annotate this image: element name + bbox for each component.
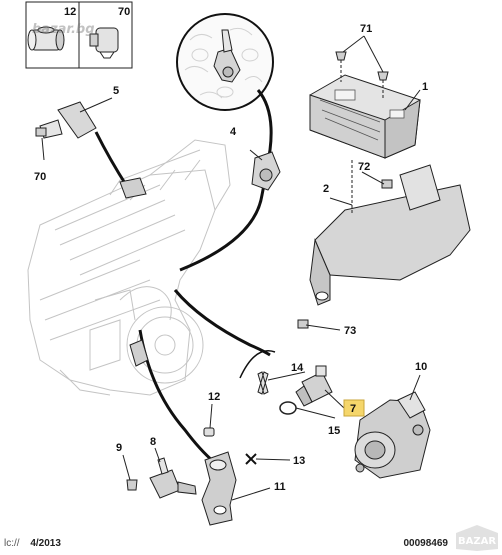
bolt-71	[35, 127, 47, 137]
footer-date: lc:// 4/2013	[4, 538, 61, 549]
callout-2: 2	[323, 183, 329, 195]
main-wire-to-crank	[173, 289, 271, 357]
callout-10: 10	[415, 361, 427, 373]
watermark-text: bazar.bg	[32, 22, 95, 37]
callout-11: 11	[274, 481, 286, 493]
bolt-72-b	[377, 71, 389, 100]
bazar-logo: BAZAR	[456, 525, 498, 551]
callout-5: 5	[113, 85, 119, 97]
callout-14: 14	[291, 362, 304, 374]
callout-12: 12	[64, 6, 76, 18]
inset-box	[25, 1, 133, 69]
clip-part-70	[89, 27, 119, 59]
zoom-arc	[239, 350, 276, 379]
callout-9: 7	[350, 403, 356, 415]
footer-doc-number: 00098469	[403, 538, 449, 549]
bolt-13	[126, 479, 138, 491]
oring-part-15	[279, 401, 297, 415]
callout-73-lower: 73	[344, 325, 356, 337]
callout-9-highlight: 7	[343, 399, 365, 417]
callout-73-upper: 72	[358, 161, 370, 173]
bolt-72-a	[335, 51, 347, 82]
callout-4: 4	[230, 126, 237, 138]
callout-12-lower: 12	[208, 391, 220, 403]
callout-8: 8	[150, 436, 156, 448]
bracket-part-2	[309, 164, 471, 306]
footer-date-text: 4/2013	[30, 538, 61, 549]
callout-72: 71	[360, 23, 372, 35]
sensor-part-8	[149, 457, 197, 499]
pump-part-10	[354, 391, 431, 479]
knock-sensor-part-4	[251, 151, 281, 191]
ecu-module-part-1	[309, 74, 421, 159]
bazar-logo-text: BAZAR	[458, 536, 496, 547]
bushing-part-12	[27, 26, 65, 51]
bracket-part-11	[201, 451, 237, 526]
bushing-part-12-small	[203, 427, 215, 437]
sensor-part-5	[39, 101, 97, 139]
zoom-detail-circle	[176, 13, 274, 111]
callout-70-inset: 70	[118, 6, 130, 18]
sensor-5-wire	[94, 131, 130, 189]
sensor-bracket-engine	[129, 339, 149, 367]
callout-70: 13	[293, 455, 305, 467]
nut-73-upper	[381, 179, 393, 189]
clip-part-14	[257, 371, 269, 395]
callout-15: 15	[328, 425, 340, 437]
sensor-part-9	[295, 365, 333, 407]
callout-13: 9	[116, 442, 122, 454]
engine-block-illustration	[27, 139, 231, 396]
nut-73-lower	[297, 319, 309, 329]
detail-sensor-part	[213, 29, 241, 83]
clip-part-70-mark	[245, 453, 257, 465]
callout-71: 70	[34, 171, 46, 183]
leader-lines	[41, 35, 421, 501]
callout-1: 1	[422, 81, 428, 93]
footer-mark: lc://	[4, 538, 20, 549]
sensor-5-mount	[119, 177, 147, 199]
